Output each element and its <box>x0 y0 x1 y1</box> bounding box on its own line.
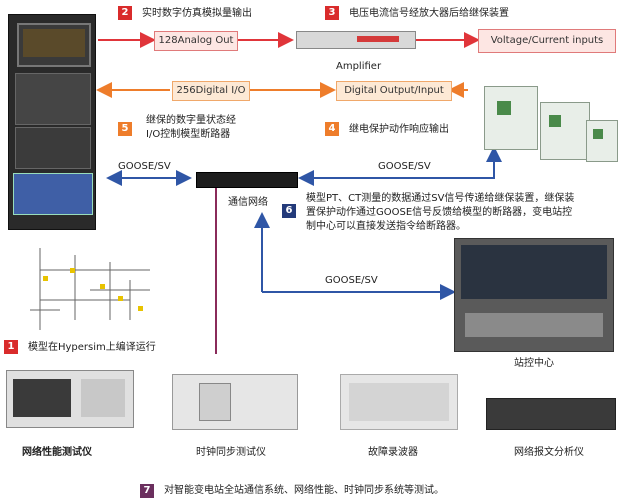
step-7-text: 对智能变电站全站通信系统、网络性能、时钟同步系统等测试。 <box>164 485 444 496</box>
device-1-label: 网络性能测试仪 <box>22 447 92 458</box>
step-2-badge: 2 <box>118 6 132 20</box>
step-4-text: 继电保护动作响应输出 <box>349 124 449 135</box>
device-2-label: 时钟同步测试仪 <box>196 447 266 458</box>
clock-sync-tester-device <box>172 374 298 430</box>
step-3-text: 电压电流信号经放大器后给继保装置 <box>349 8 509 19</box>
digital-io-box: 256Digital I/O <box>172 81 250 101</box>
network-tester-device <box>6 370 134 428</box>
step-1-badge: 1 <box>4 340 18 354</box>
device-4-label: 网络报文分析仪 <box>514 447 584 458</box>
relay-device-3 <box>586 120 618 162</box>
step-6-badge: 6 <box>282 204 296 218</box>
relay-device-1 <box>484 86 538 150</box>
rack-module-2 <box>15 127 91 169</box>
step-3-badge: 3 <box>325 6 339 20</box>
analog-out-box: 128Analog Out <box>154 31 238 51</box>
step-6-text-line1: 模型PT、CT测量的数据通过SV信号传递给继保装置，继保装 <box>306 193 575 204</box>
step-1-text: 模型在Hypersim上编译运行 <box>28 342 156 353</box>
fault-recorder-device <box>340 374 458 430</box>
step-6-text-line3: 制中心可以直接发送指令给断路器。 <box>306 221 466 232</box>
step-4-badge: 4 <box>325 122 339 136</box>
step-5-badge: 5 <box>118 122 132 136</box>
vc-inputs-box: Voltage/Current inputs <box>478 29 616 53</box>
step-5-text-line2: I/O控制模型断路器 <box>146 129 231 140</box>
goose-sv-bottom-label: GOOSE/SV <box>325 275 378 286</box>
device-3-label: 故障录波器 <box>368 447 418 458</box>
rack-monitor <box>17 23 91 67</box>
network-switch <box>196 172 298 188</box>
goose-sv-right-label: GOOSE/SV <box>378 161 431 172</box>
relay-device-2 <box>540 102 590 160</box>
goose-sv-left-label: GOOSE/SV <box>118 161 171 172</box>
control-center-photo <box>454 238 614 352</box>
amplifier-device <box>296 31 416 49</box>
control-center-label: 站控中心 <box>514 358 554 369</box>
step-5-text-line1: 继保的数字量状态经 <box>146 115 236 126</box>
comm-network-label: 通信网络 <box>228 197 268 208</box>
simulator-rack <box>8 14 96 230</box>
rack-module-1 <box>15 73 91 125</box>
step-6-text-line2: 置保护动作通过GOOSE信号反馈给模型的断路器，变电站控 <box>306 207 573 218</box>
packet-analyzer-device <box>486 398 616 430</box>
digital-out-in-box: Digital Output/Input <box>336 81 452 101</box>
amplifier-label: Amplifier <box>336 61 382 72</box>
step-2-text: 实时数字仿真模拟量输出 <box>142 8 252 19</box>
rack-io-panel <box>13 173 93 215</box>
step-7-badge: 7 <box>140 484 154 498</box>
